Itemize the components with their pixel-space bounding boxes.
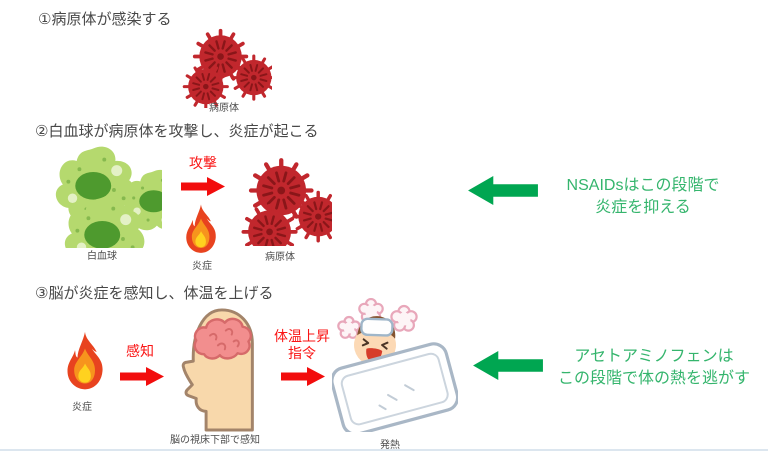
- acetaminophen-note: アセトアミノフェンは この段階で体の熱を逃がす: [545, 346, 763, 390]
- inflammation-label-3: 炎症: [72, 402, 92, 413]
- inflammation-flame-icon-2: [179, 203, 223, 255]
- pathogen-cluster-2: [238, 154, 332, 246]
- temp-command-label: 体温上昇 指令: [270, 328, 334, 362]
- fever-person-in-bed-icon: [332, 298, 458, 432]
- acetaminophen-note-line2: この段階で体の熱を逃がす: [557, 370, 750, 387]
- pathogen-label-1: 病原体: [209, 103, 239, 114]
- nsaids-note-line2: 炎症を抑える: [595, 199, 691, 216]
- nsaids-note: NSAIDsはこの段階で 炎症を抑える: [548, 175, 738, 219]
- pathogen-cluster-1: [176, 26, 272, 108]
- sense-arrow-icon: [120, 366, 164, 387]
- fever-label: 発熱: [380, 440, 400, 451]
- step2-heading: ②白血球が病原体を攻撃し、炎症が起こる: [35, 123, 319, 140]
- temp-command-line2: 指令: [288, 345, 316, 361]
- acetaminophen-note-line1: アセトアミノフェンは: [574, 348, 734, 365]
- wbc-cluster: [42, 144, 162, 248]
- wbc-label: 白血球: [87, 251, 117, 262]
- inflammation-flame-icon-3: [60, 326, 110, 396]
- attack-label: 攻撃: [189, 155, 217, 171]
- hypothalamus-caption: 脳の視床下部で感知: [170, 435, 260, 446]
- temp-command-line1: 体温上昇: [274, 328, 330, 344]
- attack-arrow-icon: [181, 176, 225, 197]
- pathogen-label-2: 病原体: [265, 252, 295, 263]
- temp-command-arrow-icon: [281, 366, 325, 387]
- inflammation-label-2: 炎症: [192, 261, 212, 272]
- sense-label: 感知: [126, 343, 154, 359]
- step3-heading: ③脳が炎症を感知し、体温を上げる: [35, 285, 274, 302]
- bottom-rule: [0, 449, 768, 451]
- nsaids-left-arrow-icon: [467, 174, 539, 207]
- brain-in-head-icon: [166, 306, 258, 432]
- acetaminophen-left-arrow-icon: [472, 349, 544, 382]
- nsaids-note-line1: NSAIDsはこの段階で: [566, 177, 720, 194]
- step1-heading: ①病原体が感染する: [38, 11, 172, 28]
